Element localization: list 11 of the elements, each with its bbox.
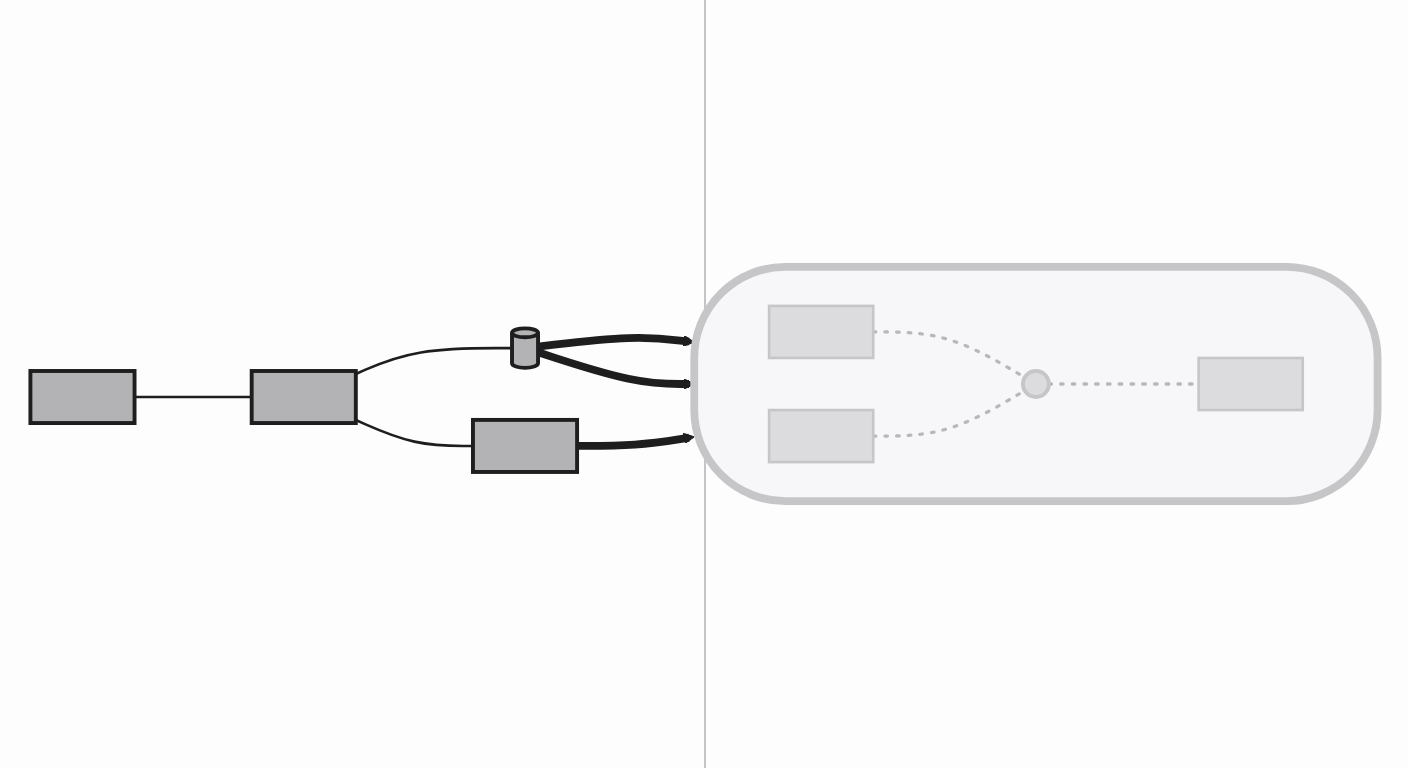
node-box [767,304,875,360]
arrow [577,432,695,450]
node-circle [1020,369,1051,399]
node-box [1197,356,1305,412]
node-box [28,369,137,425]
node-box [249,369,358,425]
node-box [767,408,875,464]
arrow [537,334,695,351]
node-box [471,417,580,474]
connector [355,346,512,376]
node-cylinder [510,326,540,370]
